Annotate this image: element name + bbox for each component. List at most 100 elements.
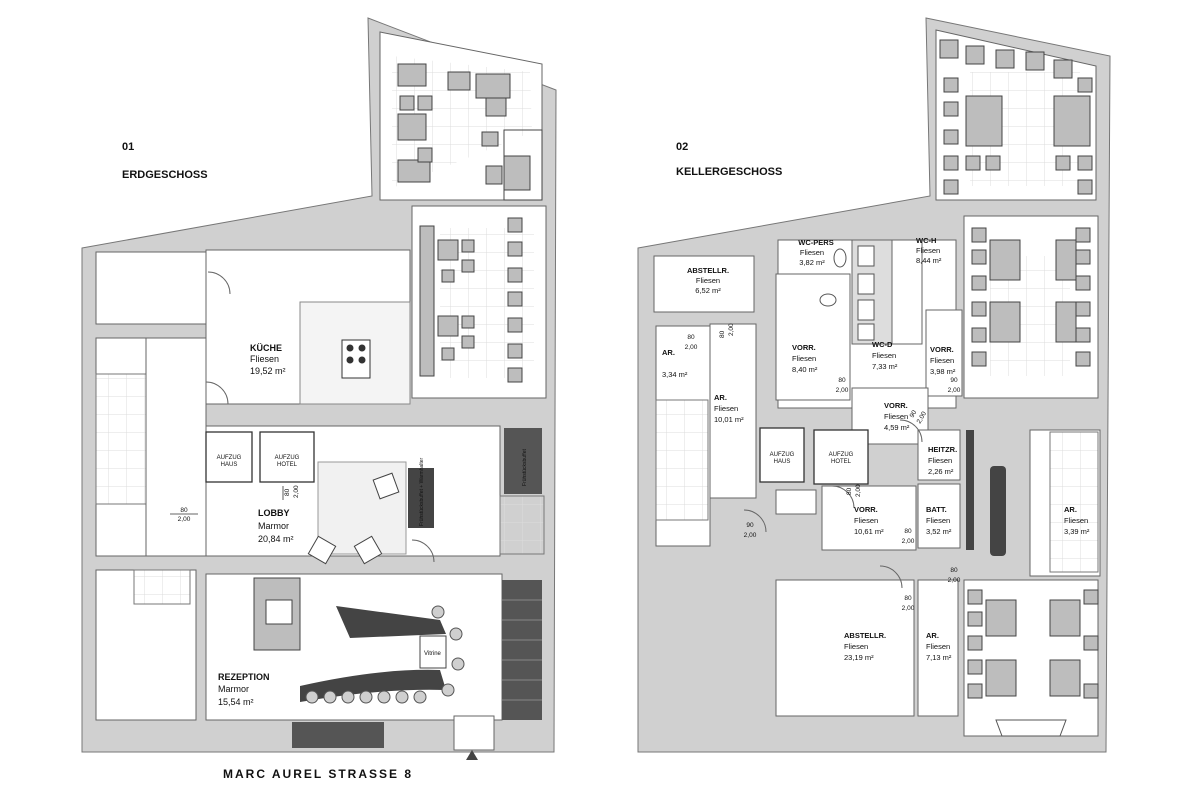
staircase-basement-left xyxy=(655,399,709,521)
staircase-basement-right xyxy=(1049,431,1099,573)
elevator-hotel-label-1: AUFZUG xyxy=(275,455,300,461)
room-name-lobby: LOBBY xyxy=(258,508,290,518)
room-material: Fliesen xyxy=(800,248,824,257)
room-name: HEITZR. xyxy=(928,445,957,454)
vitrine-label: Vitrine xyxy=(424,651,442,657)
room-material: Fliesen xyxy=(926,516,950,525)
elevator-haus xyxy=(205,431,253,483)
room-area: 8,44 m² xyxy=(916,256,942,265)
room-area: 3,82 m² xyxy=(799,258,825,267)
door-tag-bottom: 2,00 xyxy=(728,323,735,336)
door-tag-bottom: 2,00 xyxy=(836,387,849,394)
room-material-lobby: Marmor xyxy=(258,521,289,531)
room-material: Fliesen xyxy=(928,456,952,465)
door-tag-top: 80 xyxy=(904,595,912,602)
room-material: Fliesen xyxy=(930,356,954,365)
room-material-rezeption: Marmor xyxy=(218,684,249,694)
room-material: Fliesen xyxy=(792,354,816,363)
door-tag-bottom: 2,00 xyxy=(685,344,698,351)
door-tag-top: 80 xyxy=(687,334,695,341)
entrance-marker xyxy=(466,750,478,760)
door-tag-bottom: 2,00 xyxy=(293,485,300,498)
room-area-lobby: 20,84 m² xyxy=(258,534,294,544)
door-tag-bottom: 2,00 xyxy=(178,516,191,523)
room-material: Fliesen xyxy=(854,516,878,525)
room-name: VORR. xyxy=(884,401,908,410)
door-tag-bottom: 2,00 xyxy=(948,387,961,394)
door-tag-bottom: 2,00 xyxy=(902,605,915,612)
room-material: Fliesen xyxy=(1064,516,1088,525)
ground-floor-title: ERDGESCHOSS xyxy=(122,169,208,181)
door-tag-top: 90 xyxy=(746,522,754,529)
room-name: AR. xyxy=(662,348,675,357)
basement-room-labels: ABSTELLR. Fliesen 6,52 m² WC-PERS Fliese… xyxy=(662,236,1090,662)
basement-number: 02 xyxy=(676,141,688,153)
elevator-haus-label-1: AUFZUG xyxy=(217,455,242,461)
room-name: VORR. xyxy=(930,345,954,354)
room-area: 8,40 m² xyxy=(792,365,818,374)
room-name-rezeption: REZEPTION xyxy=(218,672,270,682)
room-material: Fliesen xyxy=(926,642,950,651)
basement-plan xyxy=(637,17,1111,753)
elevator-haus-label-2: HAUS xyxy=(221,462,238,468)
elevator-hotel xyxy=(259,431,315,483)
room-name: VORR. xyxy=(854,505,878,514)
room-material: Fliesen xyxy=(916,246,940,255)
door-tag-top: 90 xyxy=(909,409,919,419)
room-area: 3,39 m² xyxy=(1064,527,1090,536)
room-area: 10,61 m² xyxy=(854,527,884,536)
room-area: 3,98 m² xyxy=(930,367,956,376)
elevator-hotel-label-2: HOTEL xyxy=(831,459,852,465)
stove xyxy=(341,339,371,379)
street-address: MARC AUREL STRASSE 8 xyxy=(223,767,413,781)
room-area: 2,26 m² xyxy=(928,467,954,476)
room-material: Fliesen xyxy=(872,351,896,360)
room-name: BATT. xyxy=(926,505,947,514)
room-area: 10,01 m² xyxy=(714,415,744,424)
door-tag-top: 80 xyxy=(846,487,853,495)
room-material: Fliesen xyxy=(844,642,868,651)
elevator-haus-label-2: HAUS xyxy=(774,459,791,465)
room-area-kueche: 19,52 m² xyxy=(250,366,286,376)
staircase-left xyxy=(95,373,149,505)
door-tag-bottom: 2,00 xyxy=(948,577,961,584)
room-area: 3,52 m² xyxy=(926,527,952,536)
door-tag-top: 80 xyxy=(284,488,291,496)
room-name: WC-PERS xyxy=(798,238,833,247)
room-area: 3,34 m² xyxy=(662,370,688,379)
room-name: VORR. xyxy=(792,343,816,352)
room-name: AR. xyxy=(714,393,727,402)
elevator-hotel-label-1: AUFZUG xyxy=(829,452,854,458)
room-name: AR. xyxy=(926,631,939,640)
door-tag-bottom: 2,00 xyxy=(902,538,915,545)
room-name: AR. xyxy=(1064,505,1077,514)
abstellraum-small xyxy=(653,255,755,313)
abstellraum-large xyxy=(775,579,915,717)
door-tag-top: 80 xyxy=(180,507,188,514)
room-name: ABSTELLR. xyxy=(844,631,886,640)
ground-floor-plan xyxy=(81,17,557,760)
room-area: 4,59 m² xyxy=(884,423,910,432)
room-area: 6,52 m² xyxy=(695,286,721,295)
room-name: WC-D xyxy=(872,340,893,349)
room-area: 23,19 m² xyxy=(844,653,874,662)
door-tag-top: 80 xyxy=(719,330,726,338)
door-tag-top: 80 xyxy=(838,377,846,384)
room-material: Fliesen xyxy=(714,404,738,413)
display-counter xyxy=(336,606,446,638)
elevator-haus-label-1: AUFZUG xyxy=(770,452,795,458)
room-area-rezeption: 15,54 m² xyxy=(218,697,254,707)
room-material: Fliesen xyxy=(884,412,908,421)
elevator-hotel-label-2: HOTEL xyxy=(277,462,298,468)
door-tag-bottom: 2,00 xyxy=(855,484,862,497)
buffet-label-2: Frühstücksbuffet + Warmhalter xyxy=(419,457,425,526)
basement-title: KELLERGESCHOSS xyxy=(676,166,782,178)
room-name-kueche: KÜCHE xyxy=(250,343,282,353)
door-tag-top: 80 xyxy=(904,528,912,535)
room-name: WC-H xyxy=(916,236,936,245)
room-material-kueche: Fliesen xyxy=(250,354,279,364)
room-name: ABSTELLR. xyxy=(687,266,729,275)
door-tag-top: 80 xyxy=(950,567,958,574)
room-material: Fliesen xyxy=(696,276,720,285)
